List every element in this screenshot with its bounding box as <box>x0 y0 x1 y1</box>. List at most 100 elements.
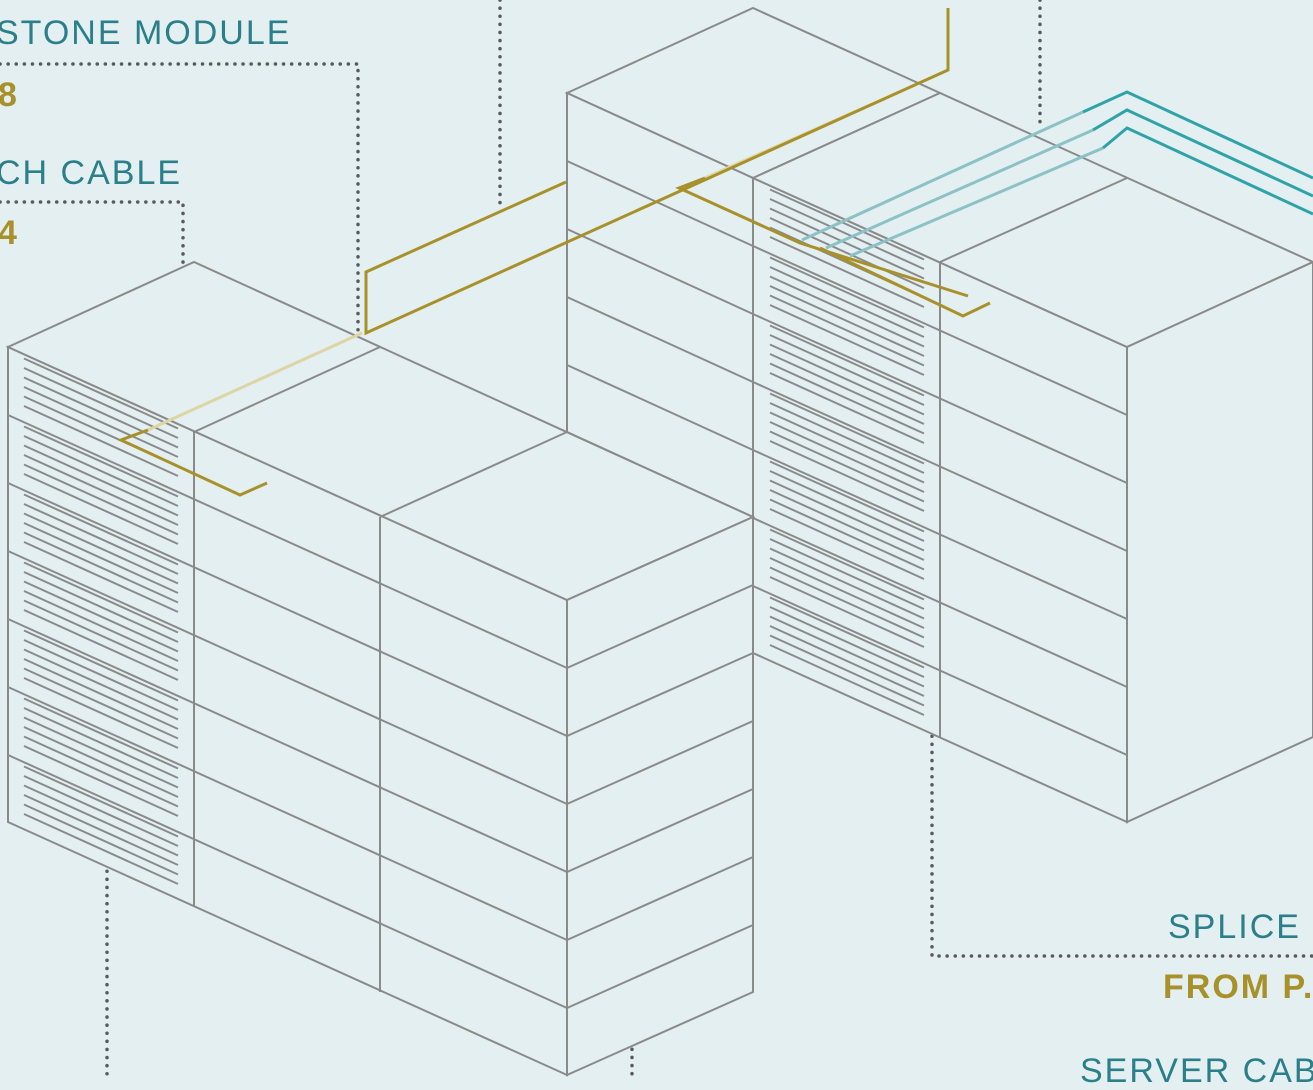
rack-row-left-vent-slat <box>23 571 179 643</box>
cable-routes <box>117 8 1313 497</box>
rack-row-right-vent-slat <box>769 479 925 552</box>
rack-row-left <box>5 260 756 1077</box>
rack-row-left-vent-slat <box>23 803 179 876</box>
rack-row-right-vent-slat <box>769 324 925 397</box>
back-right-cabinet-shelf-line <box>566 228 754 315</box>
rack-row-left-divider-top-1 <box>193 346 381 433</box>
rack-row-left-vent-slat <box>23 386 179 458</box>
rack-row-right-shelf-line <box>752 449 1128 620</box>
rack-row-left-vent-slat <box>23 503 179 575</box>
keystone-module-label: STONE MODULE <box>0 14 292 52</box>
gold-cable-drop-right <box>675 176 969 298</box>
rack-row-left-vent-slat <box>23 463 179 536</box>
rack-row-right-vent-slat <box>769 566 925 639</box>
rack-row-right-vent-slat <box>769 460 925 533</box>
server-cabinet-label: SERVER CABIN <box>1080 1052 1313 1090</box>
rack-row-left-vent-slat <box>23 707 179 779</box>
rack-row-left-vent-slat <box>23 522 179 594</box>
gold-cable-main <box>364 8 950 336</box>
rack-row-right-vent-slat <box>769 528 925 601</box>
rack-row-right-vent-slat <box>769 236 925 308</box>
rack-row-left-side <box>566 515 754 1077</box>
rack-row-left-vent-slat <box>23 425 179 498</box>
rack-row-left-side-shelf-line <box>566 856 754 941</box>
rack-row-right-vent-slat <box>769 538 925 610</box>
rack-row-left-divider-top-2 <box>379 431 568 518</box>
rack-row-left-vent-slat <box>23 658 179 730</box>
rack-row-left-vent-slat <box>23 609 179 681</box>
rack-row-left-vent-slat <box>23 580 179 653</box>
rack-row-left-vent-slat <box>23 784 179 857</box>
rack-row-left-vent-slat <box>23 541 179 613</box>
rack-row-right-vent-slat <box>769 470 925 542</box>
rack-row-right-shelves <box>752 245 1128 756</box>
rack-row-left-vent-slat <box>23 367 179 439</box>
rack-row-left-shelf-line <box>7 482 568 737</box>
rack-row-left-vent-slat <box>23 794 179 866</box>
teal-cable-1 <box>1082 90 1313 180</box>
rack-row-right-vent-slat <box>769 644 925 716</box>
rack-row-right-vent-slat <box>769 392 925 465</box>
rack-row-right-vent-slat <box>769 508 925 580</box>
teal-cable-2 <box>1092 108 1313 198</box>
rack-row-left-vent-slat <box>23 697 179 770</box>
rack-row-left-vent-slat <box>23 765 179 838</box>
rack-row-right-vent-slat <box>769 353 925 425</box>
rack-row-left-shelves <box>7 414 754 1009</box>
rack-row-left-side-shelf-line <box>566 652 754 737</box>
rack-row-right-vent-slat <box>769 334 925 406</box>
rack-row-right-side <box>1126 260 1313 824</box>
rack-row-left-vent-slat <box>23 629 179 702</box>
gold-cable-faded-left <box>147 331 363 432</box>
rack-row-right-vent-slat <box>769 285 925 357</box>
rack-row-right-vent-slat <box>769 634 925 707</box>
rack-row-left-vent-slat <box>23 775 179 847</box>
rack-row-right-vent-slat <box>769 188 925 261</box>
splice-box-label: SPLICE B <box>1168 908 1313 946</box>
rack-row-left-vent-slat <box>23 667 179 740</box>
rack-row-left-shelf-line <box>7 754 568 1009</box>
rack-row-right-vent-slat <box>769 440 925 512</box>
back-right-cabinet-shelf-line <box>566 296 754 383</box>
rack-row-left-vent-slat <box>23 677 179 749</box>
gold-cable-drop-right-2 <box>819 246 991 318</box>
rack-row-left-vent-slat <box>23 493 179 566</box>
rack-row-right-vent-slat <box>769 411 925 484</box>
rack-row-right-shelf-line <box>752 381 1128 552</box>
rack-row-right-vent-slat <box>769 576 925 648</box>
rack-row-right <box>750 91 1313 824</box>
rack-row-right-shelf-line <box>752 245 1128 416</box>
patch-cable-label: CH CABLE <box>0 154 183 192</box>
patch-cable-reference: 4 <box>0 214 19 252</box>
rack-row-right-vent-slat <box>769 198 925 270</box>
rack-row-left-vent-slat <box>23 813 179 885</box>
rack-row-left-vents <box>23 357 179 885</box>
rack-row-right-shelf-line <box>752 313 1128 484</box>
rack-row-right-vent-slat <box>769 489 925 561</box>
rack-row-right-vent-slat <box>769 304 925 376</box>
rack-row-left-shelf-line <box>7 550 568 805</box>
rack-row-left-vent-slat <box>23 590 179 662</box>
splice-box-reference: FROM P. <box>1163 968 1313 1006</box>
rack-row-left-vent-slat <box>23 435 179 507</box>
rack-row-left-vent-slat <box>23 405 179 477</box>
rack-row-left-shelf-line <box>7 618 568 873</box>
rack-row-right-divider-top <box>939 177 1128 263</box>
rack-row-left-side-shelf-line <box>566 720 754 805</box>
rack-row-left-vent-slat <box>23 599 179 672</box>
splice-box-leader-line <box>930 313 1313 958</box>
rack-row-right-vent-slat <box>769 596 925 669</box>
rack-row-right-shelf-line <box>752 585 1128 756</box>
back-right-cabinet-shelf-line <box>566 160 754 247</box>
back-right-cabinet-shelf-line <box>566 364 754 451</box>
rack-row-right-vent-slat <box>769 421 925 493</box>
teal-cable-faded-2 <box>825 128 1094 250</box>
back-right-cabinet-shelves <box>566 160 754 451</box>
rack-row-left-vent-slat <box>23 512 179 585</box>
rack-row-right-vent-slat <box>769 625 925 697</box>
rack-row-right-vent-slat <box>769 294 925 367</box>
keystone-module-reference: 8 <box>0 76 19 114</box>
rack-row-left-vent-slat <box>23 454 179 526</box>
rack-row-left-vent-slat <box>23 716 179 789</box>
rack-row-right-vent-slat <box>769 343 925 416</box>
